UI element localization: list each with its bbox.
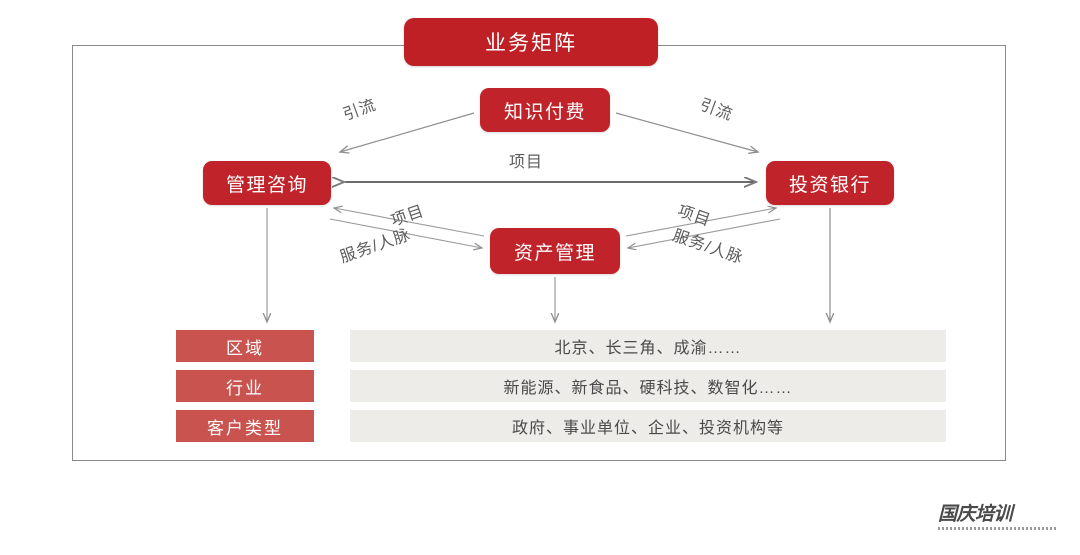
matrix-value-region: 北京、长三角、成渝…… [350, 330, 946, 362]
table-row: 行业 新能源、新食品、硬科技、数智化…… [176, 370, 946, 402]
matrix-value-customer-type: 政府、事业单位、企业、投资机构等 [350, 410, 946, 442]
matrix-label-industry: 行业 [176, 370, 314, 402]
node-management-consulting[interactable]: 管理咨询 [203, 161, 331, 205]
watermark-rule [938, 527, 1056, 530]
matrix-label-customer-type: 客户类型 [176, 410, 314, 442]
matrix-value-industry: 新能源、新食品、硬科技、数智化…… [350, 370, 946, 402]
watermark-text: 国庆培训 [938, 504, 1013, 525]
table-row: 客户类型 政府、事业单位、企业、投资机构等 [176, 410, 946, 442]
table-row: 区域 北京、长三角、成渝…… [176, 330, 946, 362]
diagram-title: 业务矩阵 [404, 18, 658, 66]
node-investment-banking[interactable]: 投资银行 [766, 161, 894, 205]
matrix-table: 区域 北京、长三角、成渝…… 行业 新能源、新食品、硬科技、数智化…… 客户类型… [176, 330, 946, 442]
watermark-logo: 国庆培训 [938, 505, 1056, 530]
node-asset-management[interactable]: 资产管理 [490, 228, 620, 274]
node-knowledge-payment[interactable]: 知识付费 [480, 88, 610, 132]
arrow-label-project-middle: 项目 [509, 154, 544, 171]
matrix-label-region: 区域 [176, 330, 314, 362]
